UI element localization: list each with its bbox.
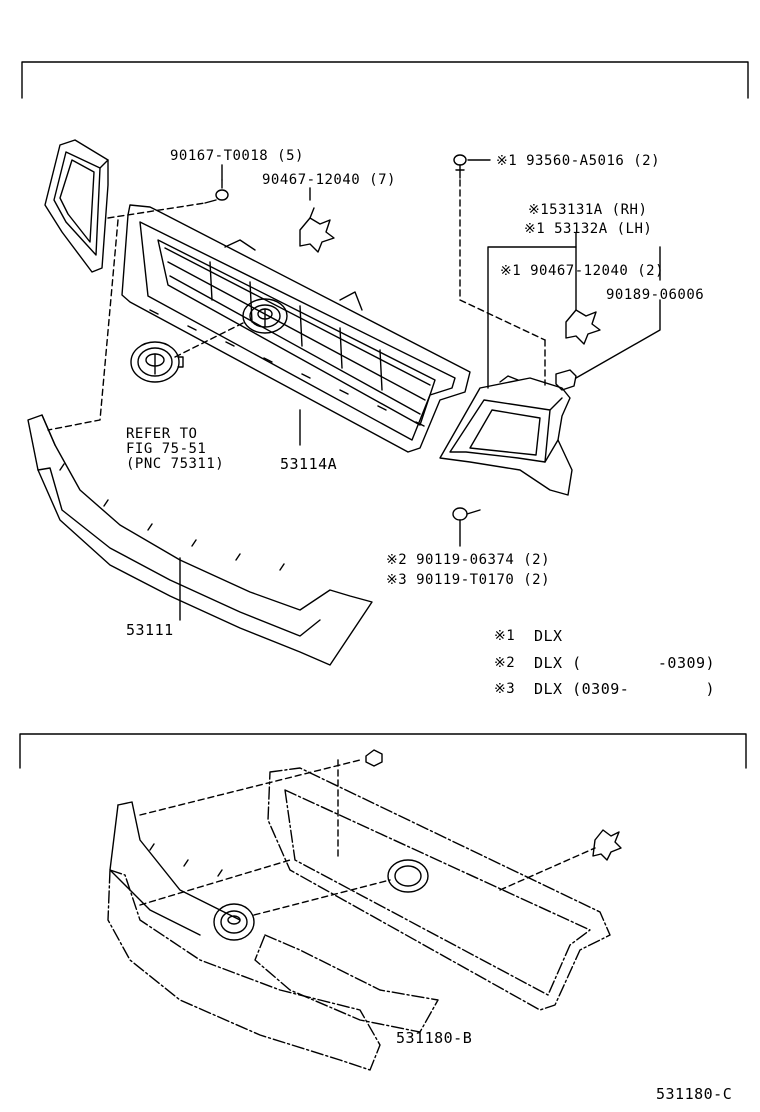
grille-53114A [122,205,470,452]
label-53114A: 53114A [280,455,338,473]
label-90189: 90189-06006 [606,287,705,303]
lower-insert-strip [255,935,438,1032]
note-mark-2: ※2 [494,655,516,671]
note-mark-3: ※3 [494,681,516,697]
lower-fasteners [366,750,621,860]
label-93560: ※1 93560-A5016 (2) [496,153,661,169]
nut-90189 [556,370,576,390]
left-lamp-bracket [45,140,108,272]
screw-93560 [454,155,466,178]
lower-grille-emblem [388,860,428,892]
label-90119-T0170: ※3 90119-T0170 (2) [386,572,551,588]
right-lamp-bracket [440,376,572,495]
emblem-75311 [131,342,183,382]
label-53132A: ※1 53132A (LH) [524,221,653,237]
figure-code: 531180-C [656,1085,733,1103]
label-90467-2: ※1 90467-12040 (2) [500,263,665,279]
lower-molding-upper [110,802,240,935]
clip-90467-left [300,208,334,252]
bolt-90119 [453,508,480,520]
label-90167: 90167-T0018 (5) [170,148,304,164]
label-90467-7: 90467-12040 (7) [262,172,396,188]
label-53111: 53111 [126,621,174,639]
lower-grille [268,768,610,1010]
clip-90467-right [566,310,600,344]
assembly-dashes [48,180,545,430]
label-refer-1: REFER TO [126,426,198,442]
lower-molding-lower [108,870,380,1070]
label-refer-2: FIG 75-51 [126,441,207,457]
label-531180B: 531180-B [396,1029,473,1047]
note-text-2: DLX ( -0309) [534,654,716,672]
note-mark-1: ※1 [494,628,516,644]
note-text-1: DLX [534,627,563,645]
label-refer-3: (PNC 75311) [126,456,225,472]
note-text-3: DLX (0309- ) [534,680,716,698]
screw-90167 [205,180,228,203]
molding-53111 [28,415,372,665]
lower-section-frame [20,734,746,768]
lower-assembly-dashes [140,760,595,915]
upper-section-frame [22,62,748,98]
leader-lines [180,160,660,620]
lower-emblem [214,904,254,940]
label-53131A: ※153131A (RH) [528,202,648,218]
label-90119-06374: ※2 90119-06374 (2) [386,552,551,568]
